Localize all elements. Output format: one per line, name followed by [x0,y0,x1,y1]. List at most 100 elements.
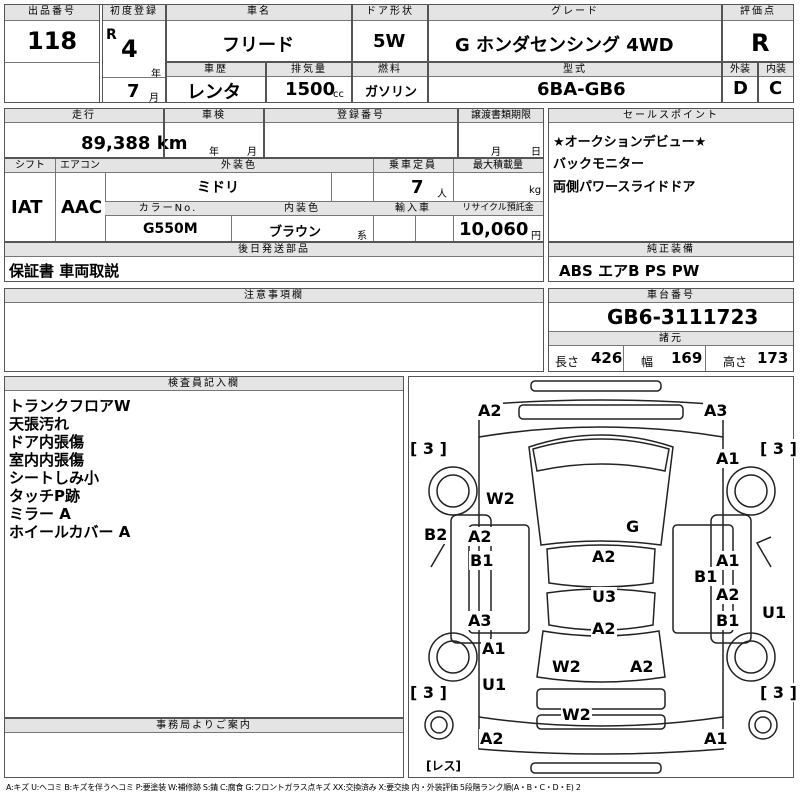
damage-code: A3 [467,611,493,630]
delivery-month-unit: 月 [491,147,501,158]
inspector-line: タッチP跡 [9,487,80,505]
exterior-box: 外装 D [722,62,758,103]
lot-label: 出品番号 [5,5,99,21]
damage-code: A2 [479,729,505,748]
maxload-label: 最大積載量 [453,159,543,173]
ext-color-label: 外装色 [105,159,373,173]
damage-code: A1 [715,449,741,468]
later-parts-label: 後日発送部品 [5,243,543,257]
int-color: ブラウン [269,225,322,240]
height: 173 [757,349,789,367]
damage-code: A2 [715,585,741,604]
first-reg-box: 初度登録 R 4 年 7 月 [102,4,166,104]
equipment-label: 純正装備 [549,243,793,257]
fuel-box: 燃料 ガソリン [352,62,428,103]
shift: IAT [11,197,43,218]
legend-text: A:キズ U:ヘコミ B:キズを伴うヘコミ P:要塗装 W:補修跡 S:錆 C:… [6,783,581,792]
inspector-line: ドア内張傷 [9,433,85,451]
car-name: フリード [222,35,294,56]
inspector-line: ミラー A [9,505,71,523]
year-unit: 年 [151,69,161,80]
damage-code: W2 [485,489,516,508]
plate-label: 登録番号 [265,109,457,123]
displacement-unit: cc [333,89,344,100]
damage-code: A1 [703,729,729,748]
lot-box: 出品番号 118 [4,4,100,103]
interior-box: 内装 C [758,62,794,103]
import-label: 輸入車 [373,202,453,216]
inspector-label: 検査員記入欄 [5,377,403,391]
ext-color: ミドリ [197,180,239,196]
recycle-label: リサイクル預託金 [453,202,543,216]
damage-code: A2 [467,527,493,546]
lot-number: 118 [27,27,78,55]
damage-code: A3 [703,401,729,420]
sales-point-label: セールスポイント [549,109,793,123]
damage-code: W2 [561,705,592,724]
damage-code: B1 [469,551,495,570]
color-no-label: カラーNo. [105,202,231,216]
inspector-line: 天張汚れ [9,415,70,433]
int-color-label: 内装色 [231,202,373,216]
damage-code: A2 [629,657,655,676]
width: 169 [671,349,703,367]
displacement-box: 排気量 1500 cc [266,62,352,103]
equipment-box: 純正装備 ABS エアB PS PW [548,242,794,282]
reg-year: 4 [121,35,138,63]
damage-code: [ 3 ] [759,683,798,702]
grade-label: グレード [429,5,721,21]
damage-code: W2 [551,657,582,676]
damage-code: A2 [591,619,617,638]
capacity: 7 [411,177,424,198]
exterior-grade: D [733,78,748,99]
damage-code: A2 [591,547,617,566]
reg-month: 7 [127,81,140,102]
fuel-label: 燃料 [353,63,427,77]
damage-code: [レス] [425,757,462,774]
capacity-label: 乗車定員 [373,159,453,173]
width-label: 幅 [641,355,654,369]
later-parts-box: 後日発送部品 保証書 車両取説 [4,242,544,282]
damage-code: U1 [481,675,508,694]
fuel: ガソリン [365,85,418,100]
inspection-month-unit: 月 [247,147,257,158]
recycle-unit: 円 [531,231,541,242]
damage-code: [ 3 ] [409,683,448,702]
sales-point-line: バックモニター [553,157,645,172]
recycle-deposit: 10,060 [459,219,529,240]
damage-code: G [625,517,641,536]
delivery-box: 譲渡書類期限 月 日 [458,108,544,158]
exterior-label: 外装 [723,63,757,77]
damage-code: B1 [715,611,741,630]
capacity-unit: 人 [437,189,447,200]
inspector-line: シートしみ小 [9,469,100,487]
history-box: 車歴 レンタ [166,62,266,103]
displacement: 1500 [285,79,336,100]
grade: G ホンダセンシング 4WD [455,35,674,56]
score-box: 評価点 R [722,4,794,62]
month-unit: 月 [149,93,159,104]
score: R [751,29,770,57]
damage-diagram: A2 A3 [ 3 ] [ 3 ] A1 W2 G B2 A2 B1 A2 A1… [408,376,798,778]
chassis-number: GB6-3111723 [607,305,759,329]
shift-label: シフト [5,159,55,173]
door-type: 5W [373,31,406,52]
height-label: 高さ [723,355,748,369]
later-parts: 保証書 車両取説 [9,262,120,280]
first-reg-label: 初度登録 [103,5,165,21]
delivery-day-unit: 日 [531,147,541,158]
damage-code: U3 [591,587,618,606]
era: R [106,27,117,43]
damage-code: A1 [715,551,741,570]
damage-code: B2 [423,525,449,544]
interior-grade: C [769,78,783,99]
sales-point-line: 両側パワースライドドア [553,180,696,195]
office-box: 事務局よりご案内 [4,718,404,778]
inspector-line: 室内内張傷 [9,451,85,469]
history-label: 車歴 [167,63,265,77]
damage-code: B1 [693,567,719,586]
door-box: ドア形状 5W [352,4,428,62]
door-label: ドア形状 [353,5,427,21]
spec-grid: シフト エアコン IAT AAC 外装色 ミドリ 乗車定員 7 人 最大積載量 … [4,158,544,242]
damage-code: A1 [481,639,507,658]
